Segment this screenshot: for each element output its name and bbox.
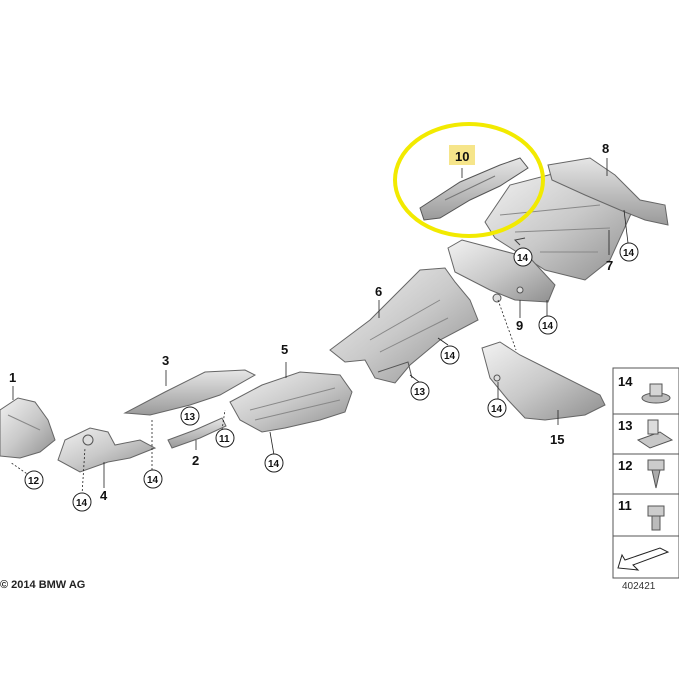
- screw-icon: [647, 459, 665, 489]
- part-2-strip[interactable]: [167, 417, 227, 449]
- svg-text:14: 14: [491, 404, 503, 415]
- svg-text:14: 14: [542, 321, 554, 332]
- part-7-label: 7: [606, 258, 613, 273]
- callout-13-a: 13: [410, 381, 430, 401]
- callout-14-b: 14: [619, 242, 639, 262]
- legend-panel: 14 13 12 11: [612, 367, 679, 579]
- part-3-label: 3: [162, 353, 169, 368]
- callout-13-b: 13: [180, 406, 200, 426]
- clip-nut-icon: [636, 419, 674, 449]
- part-4-shield[interactable]: [57, 427, 157, 473]
- callout-14-c: 14: [538, 315, 558, 335]
- part-8-label: 8: [602, 141, 609, 156]
- part-10-shield[interactable]: [419, 157, 529, 221]
- legend-12-label: 12: [618, 458, 632, 473]
- copyright: © 2014 BMW AG: [0, 579, 86, 591]
- svg-text:14: 14: [76, 498, 88, 509]
- part-5-label: 5: [281, 342, 288, 357]
- svg-text:14: 14: [517, 253, 529, 264]
- callout-14-a: 14: [513, 247, 533, 267]
- callout-14-e: 14: [487, 398, 507, 418]
- svg-text:14: 14: [147, 475, 159, 486]
- part-6-label: 6: [375, 284, 382, 299]
- diagram-number: 402421: [622, 581, 656, 592]
- svg-text:12: 12: [28, 476, 40, 487]
- part-3-shield[interactable]: [123, 369, 257, 416]
- callout-11: 11: [215, 428, 235, 448]
- part-1-label: 1: [9, 370, 16, 385]
- legend-14-label: 14: [618, 374, 633, 389]
- callout-14-f: 14: [264, 453, 284, 473]
- bolt-icon: [647, 505, 665, 531]
- part-5-shield[interactable]: [229, 371, 353, 433]
- svg-text:13: 13: [184, 412, 196, 423]
- callout-12: 12: [24, 470, 44, 490]
- part-2-label: 2: [192, 453, 199, 468]
- part-9-shield[interactable]: [447, 239, 556, 303]
- highlight-ellipse: [393, 122, 545, 238]
- svg-text:14: 14: [623, 248, 635, 259]
- part-4-label: 4: [100, 488, 108, 503]
- part-1-shield[interactable]: [0, 397, 56, 459]
- part-6-shield[interactable]: [329, 267, 479, 384]
- nut-icon: [641, 383, 671, 404]
- callout-14-h: 14: [72, 492, 92, 512]
- part-15-label: 15: [550, 432, 564, 447]
- part-10-label-bg: [449, 145, 475, 165]
- part-15-shield[interactable]: [481, 341, 606, 421]
- legend-13-label: 13: [618, 418, 632, 433]
- svg-text:14: 14: [268, 459, 280, 470]
- legend-11-label: 11: [618, 498, 632, 513]
- svg-text:13: 13: [414, 387, 426, 398]
- callout-14-d: 14: [440, 345, 460, 365]
- arrow-icon: [617, 547, 670, 571]
- callout-14-g: 14: [143, 469, 163, 489]
- svg-text:14: 14: [444, 351, 456, 362]
- part-10-label: 10: [455, 149, 469, 164]
- part-9-label: 9: [516, 318, 523, 333]
- svg-text:11: 11: [219, 434, 230, 445]
